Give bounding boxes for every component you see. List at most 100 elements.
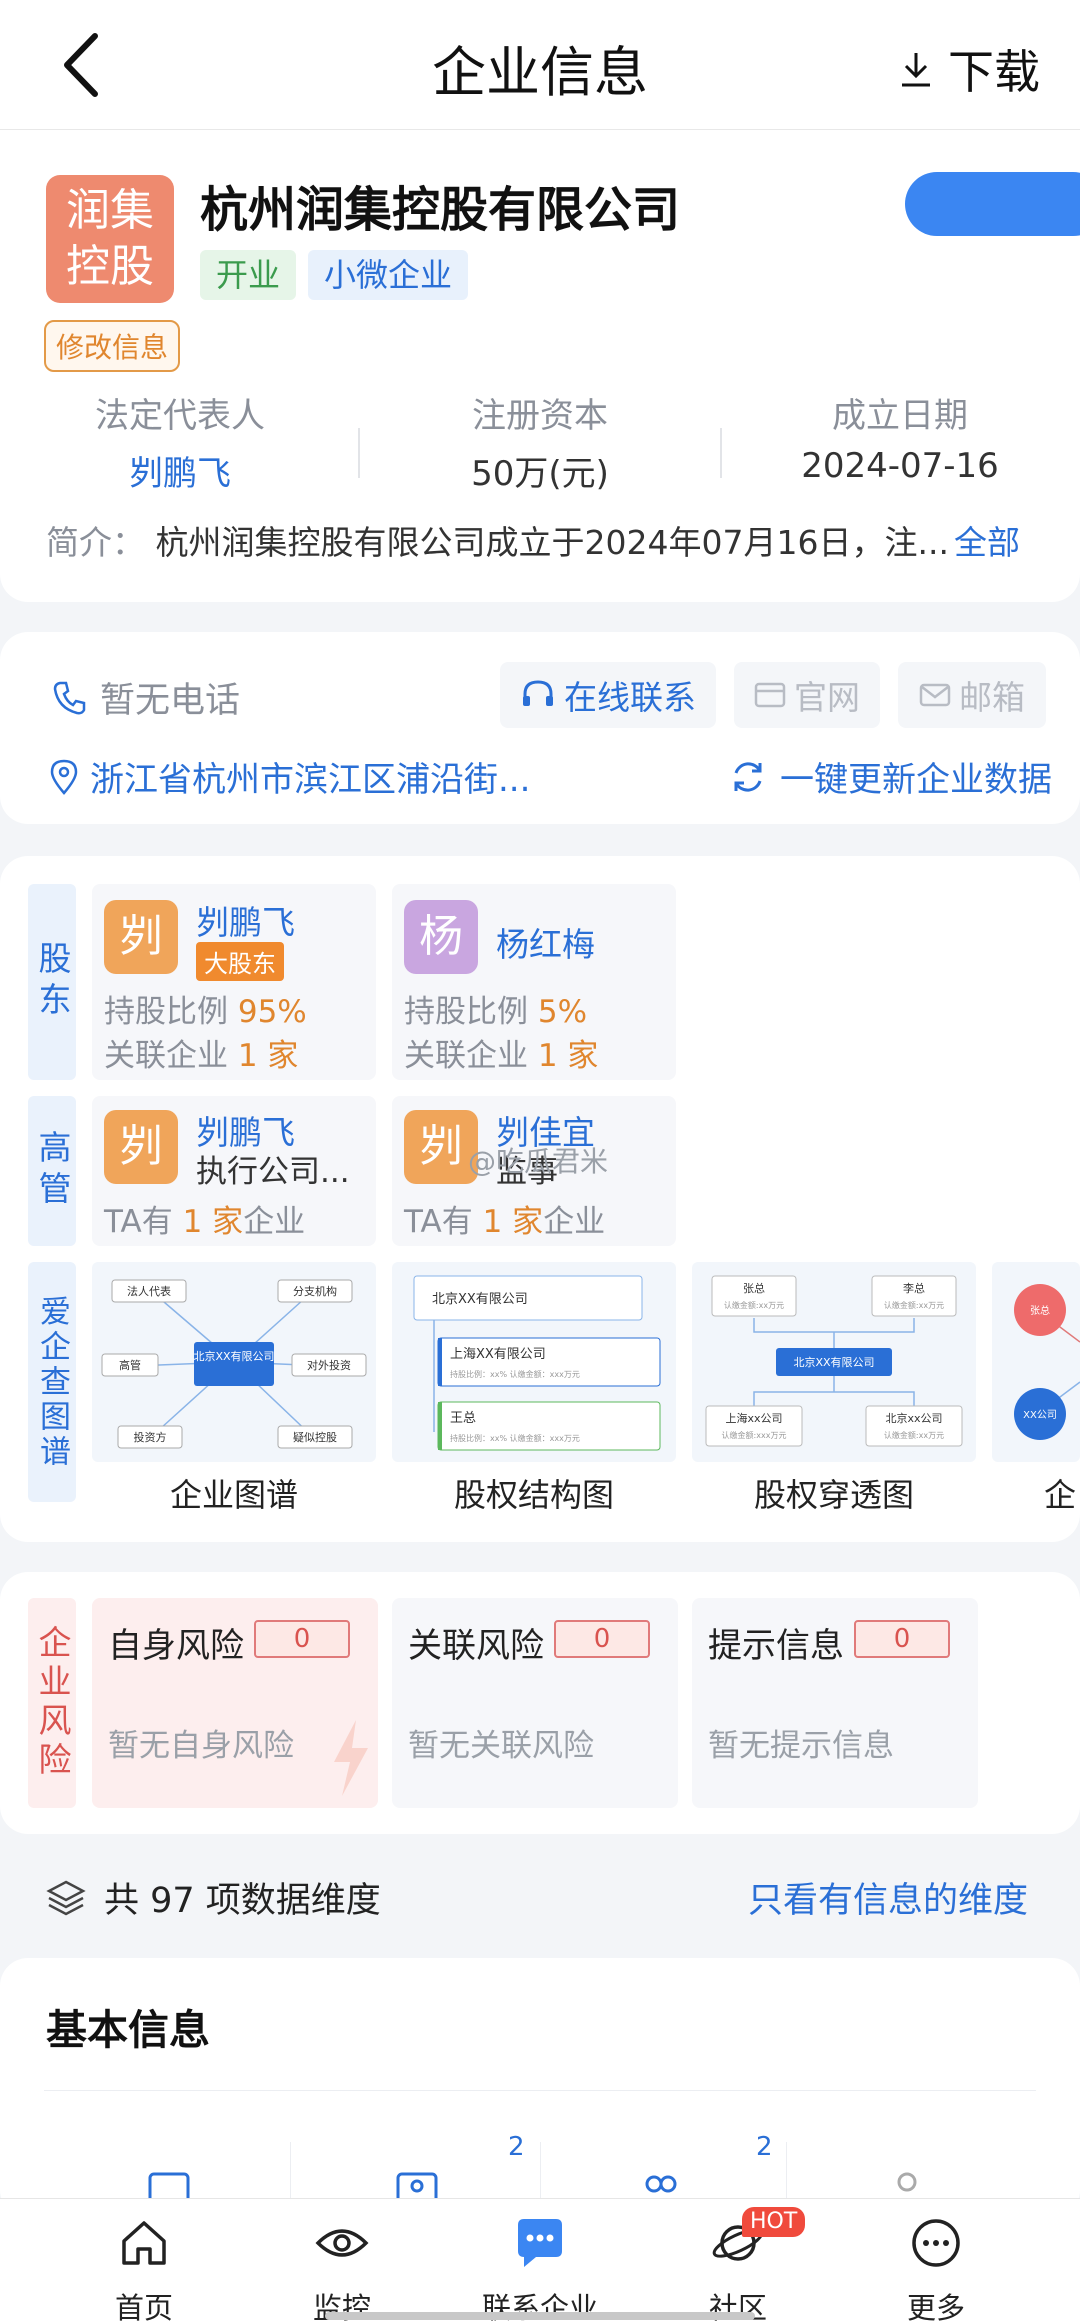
ratio-line: 持股比例 5% <box>404 986 587 1031</box>
logo-text-line2: 控股 <box>66 241 154 292</box>
online-contact-label: 在线联系 <box>564 678 696 717</box>
nav-label: 更多 <box>906 2291 965 2324</box>
phone-text: 暂无电话 <box>100 681 241 721</box>
building-icon[interactable] <box>146 2170 192 2200</box>
refresh-icon <box>734 761 762 792</box>
edit-info-button[interactable]: 修改信息 <box>44 320 181 372</box>
group-icon[interactable] <box>636 2172 686 2200</box>
address-row[interactable]: 浙江省杭州市滨江区浦沿街... <box>50 752 530 801</box>
home-indicator[interactable] <box>325 2312 755 2320</box>
download-icon <box>902 53 930 87</box>
graphs-side-label: 爱企查图谱 <box>28 1262 76 1502</box>
phone-icon <box>53 681 86 714</box>
graph-thumbnail-partial[interactable]: 张总 XX公司 <box>992 1262 1080 1462</box>
bottom-nav: 首页 监控 联系企业 HOT 社区 更多 <box>0 2198 1080 2324</box>
ratio-label: 持股比例 <box>104 994 228 1030</box>
enterprise-graph-thumbnail[interactable]: 北京XX有限公司 法人代表 分支机构 高管 对外投资 投资方 疑似控股 <box>92 1262 376 1462</box>
hint-info-card[interactable]: 提示信息 0 暂无提示信息 <box>692 1598 978 1808</box>
self-risk-card[interactable]: 自身风险 0 暂无自身风险 <box>92 1598 378 1808</box>
graph-node: 北京XX有限公司 <box>432 1292 528 1307</box>
graph-node: 对外投资 <box>307 1358 351 1372</box>
download-label: 下载 <box>948 45 1040 99</box>
risk-count: 0 <box>254 1620 350 1658</box>
dimensions-text: 共 97 项数据维度 <box>104 1881 381 1921</box>
intro-more-link[interactable]: 全部 <box>954 523 1020 562</box>
shareholders-label-text: 股东 <box>33 941 72 1023</box>
capital-value: 50万(元) <box>471 454 609 494</box>
company-logo: 润集 控股 <box>46 175 174 303</box>
equity-structure-diagram: 北京XX有限公司 上海XX有限公司 持股比例：xx% 认缴金额：xxx万元 王总… <box>413 1275 661 1451</box>
shareholders-side-label: 股东 <box>28 884 76 1080</box>
enterprise-graph-diagram: 北京XX有限公司 法人代表 分支机构 高管 对外投资 投资方 疑似控股 <box>101 1279 367 1449</box>
shareholder-name[interactable]: 刿鹏飞 <box>196 903 295 942</box>
capital-label: 注册资本 <box>472 396 608 436</box>
graph-node: 李总 <box>903 1281 925 1295</box>
graph-node: 投资方 <box>134 1430 167 1444</box>
email-button[interactable]: 邮箱 <box>898 662 1046 728</box>
executive-name[interactable]: 刿佳宜 <box>496 1113 595 1152</box>
ratio-line: 持股比例 95% <box>104 986 307 1031</box>
risk-title: 提示信息 <box>708 1626 844 1666</box>
divider <box>358 428 360 478</box>
refresh-data-button[interactable]: 一键更新企业数据 <box>730 752 1052 801</box>
graph-node: 张总 <box>1030 1304 1050 1317</box>
major-shareholder-badge: 大股东 <box>196 942 284 981</box>
graphs-label-text: 爱企查图谱 <box>34 1294 70 1470</box>
graph-label: 企业图谱 <box>169 1476 298 1514</box>
graph-node: 分支机构 <box>293 1284 337 1298</box>
company-card <box>0 130 1080 602</box>
shareholder-card[interactable]: 刿 刿鹏飞 大股东 持股比例 95% 关联企业 1 家 <box>92 884 376 1080</box>
phone-row[interactable]: 暂无电话 <box>52 672 240 723</box>
executive-role: 监事 <box>496 1154 558 1190</box>
founded-label: 成立日期 <box>832 396 968 436</box>
risk-title: 关联风险 <box>408 1626 544 1666</box>
legal-rep-value[interactable]: 刿鹏飞 <box>129 454 231 494</box>
equity-structure-thumbnail[interactable]: 北京XX有限公司 上海XX有限公司 持股比例：xx% 认缴金额：xxx万元 王总… <box>392 1262 676 1462</box>
shareholder-card[interactable]: 杨 杨红梅 持股比例 5% 关联企业 1 家 <box>392 884 676 1080</box>
graph-node: 北京xx公司 <box>885 1411 942 1425</box>
risk-note: 暂无提示信息 <box>708 1728 894 1764</box>
divider <box>290 2142 291 2198</box>
home-icon <box>122 2221 166 2265</box>
graph-node: 疑似控股 <box>293 1430 337 1444</box>
follow-button[interactable] <box>905 172 1080 236</box>
top-bar: 企业信息 下载 <box>0 0 1080 130</box>
executive-card[interactable]: 刿 刿鹏飞 执行公司... TA有 1 家企业 <box>92 1096 376 1246</box>
graph-node-sub: 持股比例：xx% 认缴金额：xxx万元 <box>450 1433 580 1443</box>
ta-suffix: 企业 <box>243 1204 306 1240</box>
risk-note: 暂无关联风险 <box>408 1728 594 1764</box>
risk-title: 自身风险 <box>108 1626 244 1666</box>
website-label: 官网 <box>794 678 860 717</box>
nav-label: 首页 <box>114 2291 173 2324</box>
person-card-icon[interactable] <box>394 2170 440 2200</box>
graph-label: 股权穿透图 <box>753 1476 914 1514</box>
shareholder-name[interactable]: 杨红梅 <box>496 925 595 964</box>
risk-label-text: 企业风险 <box>33 1625 72 1781</box>
executive-card[interactable]: 刿 刿佳宜 监事 TA有 1 家企业 <box>392 1096 676 1246</box>
user-icon[interactable] <box>890 2170 924 2200</box>
ta-prefix: TA有 <box>104 1204 173 1240</box>
related-line: 关联企业 1 家 <box>104 1030 298 1075</box>
online-contact-button[interactable]: 在线联系 <box>500 662 716 728</box>
back-arrow-icon[interactable] <box>55 30 115 100</box>
ratio-label: 持股比例 <box>404 994 528 1030</box>
filter-dimensions-link[interactable]: 只看有信息的维度 <box>748 1881 1029 1921</box>
download-button[interactable]: 下载 <box>898 36 1040 102</box>
equity-penetration-thumbnail[interactable]: 张总认缴金额:xx万元 李总认缴金额:xx万元 北京XX有限公司 上海xx公司认… <box>692 1262 976 1462</box>
executive-name[interactable]: 刿鹏飞 <box>196 1113 295 1152</box>
related-label: 关联企业 <box>404 1038 528 1074</box>
website-button[interactable]: 官网 <box>734 662 880 728</box>
related-value: 1 家 <box>537 1038 599 1074</box>
dimensions-count: 共 97 项数据维度 <box>46 1872 381 1923</box>
headset-icon <box>523 680 553 706</box>
address-text: 浙江省杭州市滨江区浦沿街... <box>90 760 531 800</box>
graph-node: 北京XX有限公司 <box>193 1349 274 1363</box>
founded-value: 2024-07-16 <box>801 446 999 486</box>
risk-note: 暂无自身风险 <box>108 1728 294 1764</box>
related-risk-card[interactable]: 关联风险 0 暂无关联风险 <box>392 1598 678 1808</box>
intro-row: 简介： 杭州润集控股有限公司成立于2024年07月16日，注... <box>46 516 949 564</box>
divider <box>720 428 722 478</box>
graph-node: XX公司 <box>1023 1410 1057 1421</box>
avatar: 刿 <box>104 1110 178 1184</box>
graph-node: 北京XX有限公司 <box>793 1355 874 1369</box>
